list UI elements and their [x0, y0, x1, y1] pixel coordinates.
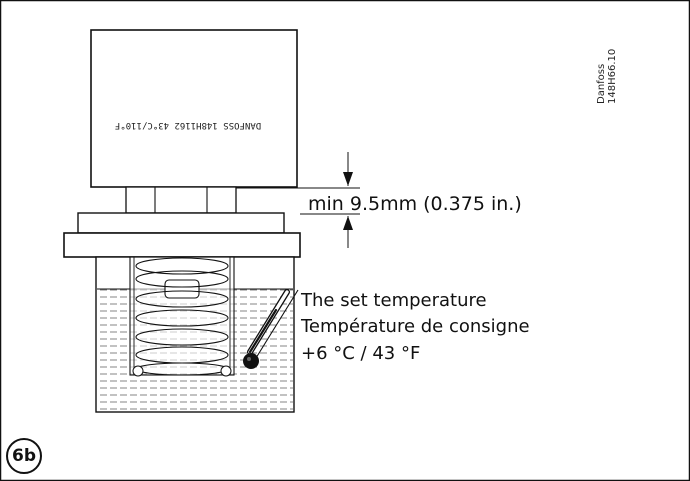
valve-stem — [125, 186, 237, 214]
dimension-arrows — [236, 152, 360, 248]
sensor-body — [129, 256, 235, 376]
bottom-clips — [132, 365, 232, 377]
plunger — [164, 279, 200, 299]
temperature-label-fr: Température de consigne — [301, 316, 530, 337]
reference-line: 148H66.10 — [607, 48, 618, 104]
temperature-label-en: The set temperature — [301, 290, 487, 311]
reference-code: Danfoss 148H66.10 — [596, 44, 618, 104]
reference-line: Danfoss — [596, 63, 607, 104]
figure-badge: 6b — [6, 438, 42, 474]
dimension-label: min 9.5mm (0.375 in.) — [308, 193, 522, 215]
valve-flange — [63, 212, 301, 258]
coil-housing — [90, 29, 298, 188]
coil-marking: DANFOSS 148H1162 43°C/110°F — [114, 120, 262, 130]
thermometer-icon — [243, 289, 299, 369]
temperature-value: +6 °C / 43 °F — [301, 343, 421, 364]
